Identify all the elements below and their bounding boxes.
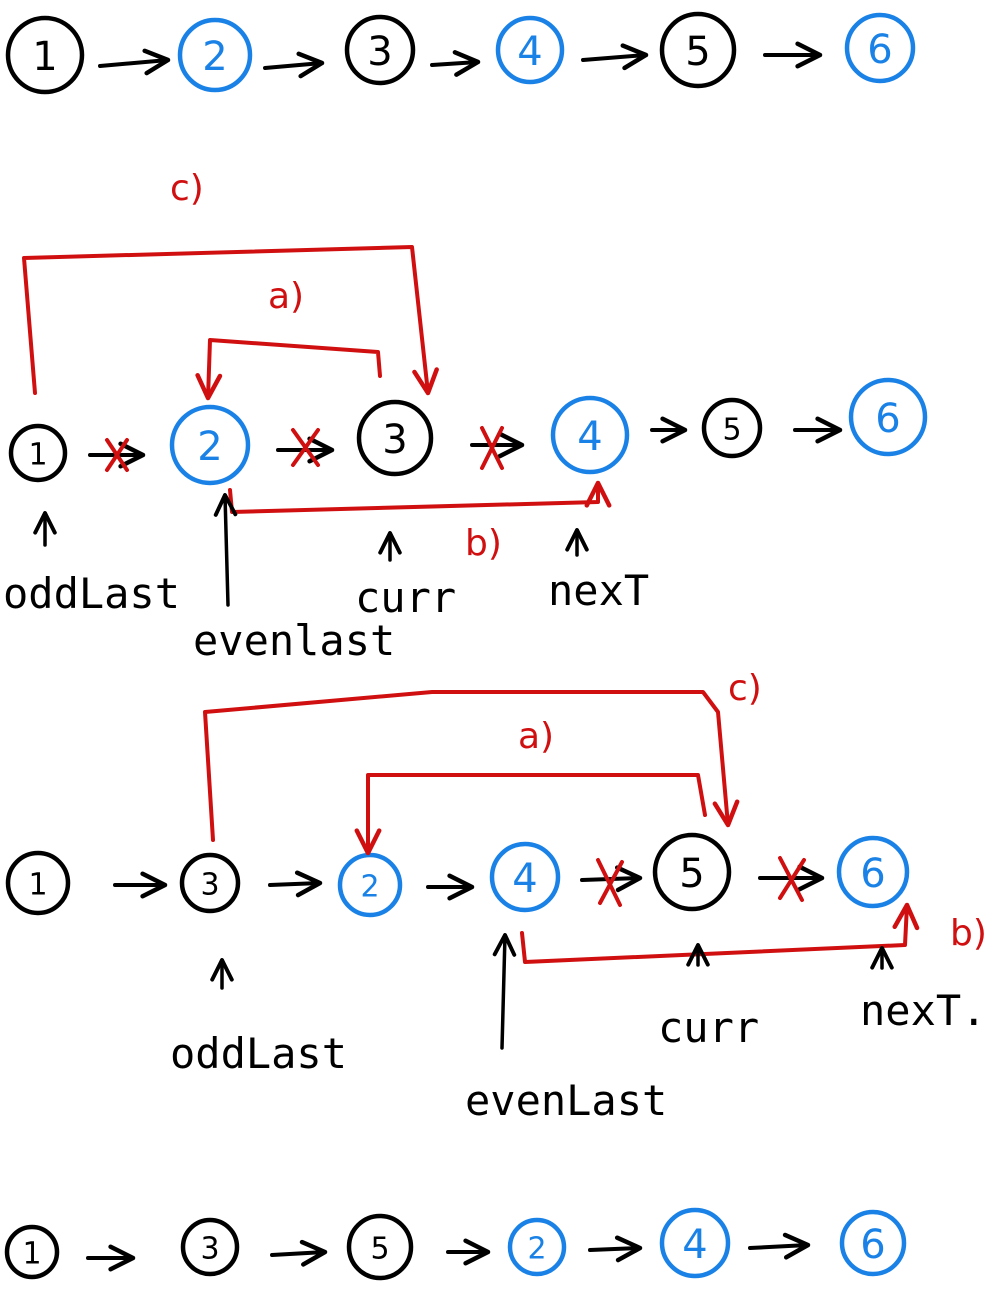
list-node: 2 bbox=[337, 852, 403, 918]
list-node: 6 bbox=[844, 12, 916, 84]
step-b-link bbox=[228, 480, 612, 514]
pointer-label-odd-last: oddLast bbox=[3, 569, 180, 618]
svg-text:2: 2 bbox=[360, 870, 379, 905]
svg-text:3: 3 bbox=[200, 1232, 219, 1267]
svg-text:1: 1 bbox=[22, 1237, 41, 1272]
svg-text:4: 4 bbox=[517, 29, 542, 75]
list-node: 4 bbox=[495, 15, 565, 85]
cut-mark bbox=[778, 856, 806, 902]
svg-text:1: 1 bbox=[32, 34, 57, 80]
list-node: 5 bbox=[659, 11, 737, 89]
list-node: 2 bbox=[177, 17, 253, 93]
list-node: 5 bbox=[701, 397, 763, 459]
list-node: 3 bbox=[344, 14, 416, 86]
list-node: 6 bbox=[848, 377, 928, 457]
list-node: 4 bbox=[550, 395, 630, 475]
list-node: 5 bbox=[346, 1213, 414, 1281]
cut-mark bbox=[596, 858, 624, 907]
svg-text:2: 2 bbox=[197, 424, 222, 470]
list-node: 3 bbox=[179, 852, 241, 914]
step-label: a) bbox=[268, 276, 304, 317]
next-arrow bbox=[430, 50, 481, 77]
next-arrow bbox=[98, 48, 171, 76]
svg-text:1: 1 bbox=[28, 438, 47, 473]
svg-text:4: 4 bbox=[682, 1222, 707, 1268]
list-node: 1 bbox=[5, 15, 85, 95]
pointer-arrow bbox=[492, 933, 517, 1050]
svg-text:6: 6 bbox=[860, 1222, 885, 1268]
pointer-label-curr: curr bbox=[658, 1003, 759, 1052]
row-final: 1 3 5 2 4 6 bbox=[4, 1207, 907, 1281]
svg-text:3: 3 bbox=[367, 29, 392, 75]
list-node: 2 bbox=[507, 1217, 567, 1277]
svg-text:2: 2 bbox=[527, 1232, 546, 1267]
list-node: 1 bbox=[8, 423, 68, 483]
cut-mark bbox=[105, 438, 129, 472]
svg-text:2: 2 bbox=[202, 34, 227, 80]
svg-text:5: 5 bbox=[722, 413, 741, 448]
list-node: 1 bbox=[5, 850, 71, 916]
list-node: 3 bbox=[356, 399, 434, 477]
step-label: b) bbox=[950, 913, 987, 954]
pointer-label-next: nexT bbox=[548, 566, 649, 615]
step-c-link bbox=[203, 690, 740, 842]
pointer-label-even-last: evenLast bbox=[465, 1076, 667, 1125]
next-arrow bbox=[588, 1235, 643, 1263]
row-step-1: 1 2 3 4 5 6 c) a) b) oddLast evenlast cu… bbox=[3, 168, 928, 665]
next-arrow bbox=[270, 1239, 328, 1267]
list-node: 4 bbox=[659, 1207, 731, 1279]
svg-text:1: 1 bbox=[28, 868, 47, 903]
svg-text:4: 4 bbox=[512, 856, 537, 902]
pointer-label-odd-last: oddLast bbox=[170, 1029, 347, 1078]
list-node: 6 bbox=[836, 835, 910, 909]
cut-mark bbox=[480, 426, 504, 470]
next-arrow bbox=[748, 1232, 811, 1260]
step-label: b) bbox=[465, 523, 502, 564]
pointer-label-curr: curr bbox=[355, 573, 456, 622]
list-node: 1 bbox=[4, 1224, 60, 1280]
svg-text:5: 5 bbox=[370, 1232, 389, 1267]
pointer-arrow bbox=[213, 493, 238, 607]
cut-mark bbox=[291, 428, 320, 467]
step-a-link bbox=[354, 773, 707, 856]
svg-text:5: 5 bbox=[685, 29, 710, 75]
next-arrow bbox=[268, 870, 323, 898]
step-c-link bbox=[22, 245, 439, 396]
next-arrow bbox=[263, 51, 325, 79]
pointer-label-even-last: evenlast bbox=[193, 616, 395, 665]
row-step-2: 1 3 2 4 5 6 c) a) b) oddLast evenLast cu… bbox=[5, 668, 987, 1125]
list-node: 6 bbox=[839, 1209, 907, 1277]
svg-text:4: 4 bbox=[577, 414, 602, 460]
list-node: 2 bbox=[169, 404, 251, 486]
svg-text:5: 5 bbox=[679, 851, 704, 897]
svg-text:6: 6 bbox=[867, 27, 892, 73]
svg-text:6: 6 bbox=[875, 396, 900, 442]
svg-text:6: 6 bbox=[860, 851, 885, 897]
svg-text:3: 3 bbox=[200, 868, 219, 903]
list-node: 4 bbox=[489, 841, 561, 913]
step-label: a) bbox=[518, 716, 554, 757]
step-label: c) bbox=[728, 668, 762, 709]
list-node: 5 bbox=[652, 832, 732, 912]
step-b-link bbox=[520, 902, 920, 964]
pointer-label-next: nexT. bbox=[860, 986, 986, 1035]
svg-text:3: 3 bbox=[382, 417, 407, 463]
step-label: c) bbox=[170, 168, 204, 209]
list-node: 3 bbox=[180, 1217, 240, 1277]
step-a-link bbox=[195, 338, 382, 401]
row-initial: 1 2 3 4 5 6 bbox=[5, 11, 916, 95]
next-arrow bbox=[581, 43, 649, 71]
